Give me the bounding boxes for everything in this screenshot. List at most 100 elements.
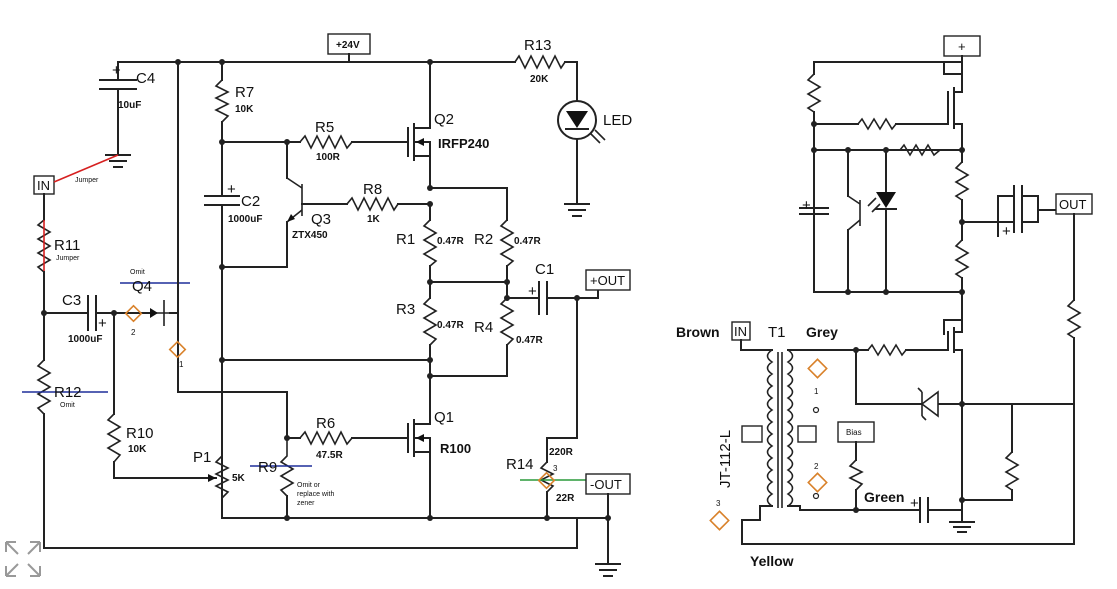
test-point-1-left <box>168 340 187 359</box>
test-point-1-right-label: 1 <box>814 387 819 396</box>
expand-icon[interactable] <box>4 540 42 578</box>
right-resistor-gate-lower <box>867 343 907 357</box>
right-bias-resistor <box>848 459 864 491</box>
r6-value: 47.5R <box>316 450 343 461</box>
transformer-primary <box>766 349 774 507</box>
right-in-label: IN <box>734 324 747 339</box>
c4-name: C4 <box>136 70 155 87</box>
test-point-3-left <box>537 471 556 490</box>
right-resistor-top-right <box>899 143 941 157</box>
right-resistor-mid-2 <box>954 239 970 279</box>
r2-name: R2 <box>474 231 493 248</box>
r6-resistor <box>299 430 353 446</box>
r1-value: 0.47R <box>437 236 464 247</box>
p1-name: P1 <box>193 449 211 466</box>
c2-name: C2 <box>241 193 260 210</box>
r8-resistor <box>346 196 399 212</box>
c2-value: 1000uF <box>228 214 262 225</box>
test-point-2-right-label: 2 <box>814 462 819 471</box>
r9-note-2: replace with <box>297 491 334 498</box>
r9-name: R9 <box>258 459 277 476</box>
svg-text:+: + <box>112 62 121 79</box>
test-point-3-right-label: 3 <box>716 499 721 508</box>
q3-value: ZTX450 <box>292 230 328 241</box>
right-resistor-gate-upper <box>857 117 897 131</box>
wire-green-label: Green <box>864 489 904 505</box>
test-point-2-right <box>807 472 828 493</box>
q1-name: Q1 <box>434 409 454 426</box>
r10-resistor <box>106 413 122 463</box>
r3-value: 0.47R <box>437 320 464 331</box>
c1-name: C1 <box>535 261 554 278</box>
r11-note: Jumper <box>56 255 80 262</box>
right-phototransistor <box>847 195 861 205</box>
svg-text:+: + <box>227 181 236 198</box>
r14-value-bottom: 22R <box>556 493 575 504</box>
q3-name: Q3 <box>311 211 331 228</box>
test-point-2-label: 2 <box>131 328 136 337</box>
out-pos-label: +OUT <box>590 273 625 288</box>
r3-name: R3 <box>396 301 415 318</box>
r9-note-3: zener <box>297 500 315 507</box>
r7-resistor <box>214 79 230 123</box>
right-schematic: + + <box>676 35 1093 569</box>
jumper-label: Jumper <box>75 177 99 184</box>
q4-name: Q4 <box>132 278 152 295</box>
r5-resistor <box>299 134 353 150</box>
supply-label: +24V <box>336 40 360 51</box>
r3-resistor <box>422 297 438 346</box>
r13-resistor <box>514 54 566 70</box>
transformer-secondary <box>786 349 794 507</box>
right-zener-diode <box>920 390 939 418</box>
test-point-1-label: 1 <box>179 360 184 369</box>
c3-name: C3 <box>62 292 81 309</box>
svg-text:+: + <box>1002 223 1011 240</box>
r8-name: R8 <box>363 181 382 198</box>
r9-note-1: Omit or <box>297 482 321 489</box>
svg-text:+: + <box>98 315 107 332</box>
r5-value: 100R <box>316 152 341 163</box>
r7-name: R7 <box>235 84 254 101</box>
r8-value: 1K <box>367 214 381 225</box>
r14-resistor <box>539 461 555 493</box>
right-resistor-lower <box>1004 451 1020 491</box>
r12-note: Omit <box>60 402 75 409</box>
wire-yellow-label: Yellow <box>750 553 794 569</box>
svg-text:+: + <box>910 495 919 512</box>
out-neg-label: -OUT <box>590 477 622 492</box>
right-resistor-out <box>1066 299 1082 339</box>
c4-value: 10uF <box>118 100 141 111</box>
test-point-3-right <box>709 510 730 531</box>
q1-value: R100 <box>440 441 471 456</box>
test-point-1-right <box>807 358 828 379</box>
r11-name: R11 <box>54 237 80 254</box>
r11-resistor <box>36 219 52 273</box>
right-resistor-mid-1 <box>954 161 970 201</box>
right-led <box>876 192 896 208</box>
r7-value: 10K <box>235 104 254 115</box>
led-label: LED <box>603 112 632 129</box>
r12-name: R12 <box>54 384 82 401</box>
r12-resistor <box>36 359 52 415</box>
r9-resistor <box>279 438 295 497</box>
q2-name: Q2 <box>434 111 454 128</box>
in-label: IN <box>37 178 50 193</box>
r2-value: 0.47R <box>514 236 541 247</box>
jumper-line <box>53 154 119 183</box>
test-point-3-label: 3 <box>553 464 558 473</box>
svg-text:+: + <box>528 283 537 300</box>
r10-name: R10 <box>126 425 154 442</box>
left-schematic: +24V R1 3 20K LED + C4 10uF <box>4 33 632 578</box>
c3-value: 1000uF <box>68 334 102 345</box>
right-out-label: OUT <box>1059 197 1087 212</box>
right-resistor-upper-left <box>806 73 822 113</box>
wire-grey-label: Grey <box>806 324 838 340</box>
p1-potentiometer <box>214 455 230 499</box>
r1-name: R1 <box>396 231 415 248</box>
p1-value: 5K <box>232 473 246 484</box>
q3-symbol <box>286 177 303 189</box>
transformer-name: T1 <box>768 324 786 341</box>
r13-value: 20K <box>530 74 549 85</box>
